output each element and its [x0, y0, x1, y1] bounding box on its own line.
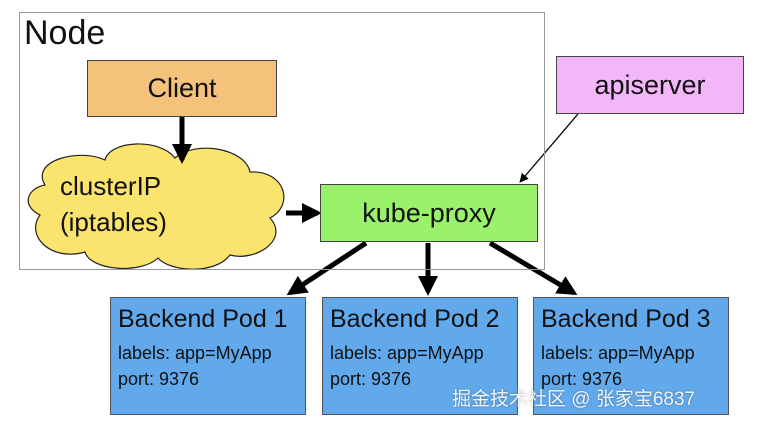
kube-proxy-label: kube-proxy: [362, 197, 496, 228]
pod-labels: labels: app=MyApp: [541, 343, 695, 363]
pod-labels: labels: app=MyApp: [118, 343, 272, 363]
cluster-ip-name: clusterIP: [60, 171, 162, 201]
kubeproxy-to-pod1-arrow: [286, 240, 368, 296]
apiserver-box: apiserver: [556, 56, 744, 114]
node-boundary: [19, 12, 545, 270]
pod-port: port: 9376: [541, 369, 623, 389]
pod-port: port: 9376: [118, 369, 200, 389]
cluster-ip-label: clusterIP (iptables): [60, 168, 210, 240]
pod-title: Backend Pod 2: [330, 305, 500, 333]
pod-title: Backend Pod 3: [541, 305, 711, 333]
backend-pod-3: Backend Pod 3 labels: app=MyApp port: 93…: [533, 297, 729, 415]
client-box: Client: [87, 60, 277, 117]
kubeproxy-to-pod3-arrow: [488, 240, 578, 296]
watermark-text: 掘金技术社区 @ 张家宝6837: [452, 389, 696, 410]
cluster-ip-cloud: [27, 143, 285, 270]
kube-proxy-box: kube-proxy: [320, 184, 538, 242]
backend-pod-2: Backend Pod 2 labels: app=MyApp port: 93…: [322, 297, 518, 415]
backend-pod-1: Backend Pod 1 labels: app=MyApp port: 93…: [110, 297, 306, 415]
apiserver-label: apiserver: [594, 69, 706, 100]
pod-port: port: 9376: [330, 369, 412, 389]
apiserver-to-kubeproxy-arrow: [519, 113, 579, 183]
pod-labels: labels: app=MyApp: [330, 343, 484, 363]
cluster-ip-mode: (iptables): [60, 207, 167, 237]
client-label: Client: [147, 73, 217, 103]
pod-title: Backend Pod 1: [118, 305, 288, 333]
node-title: Node: [24, 14, 106, 52]
